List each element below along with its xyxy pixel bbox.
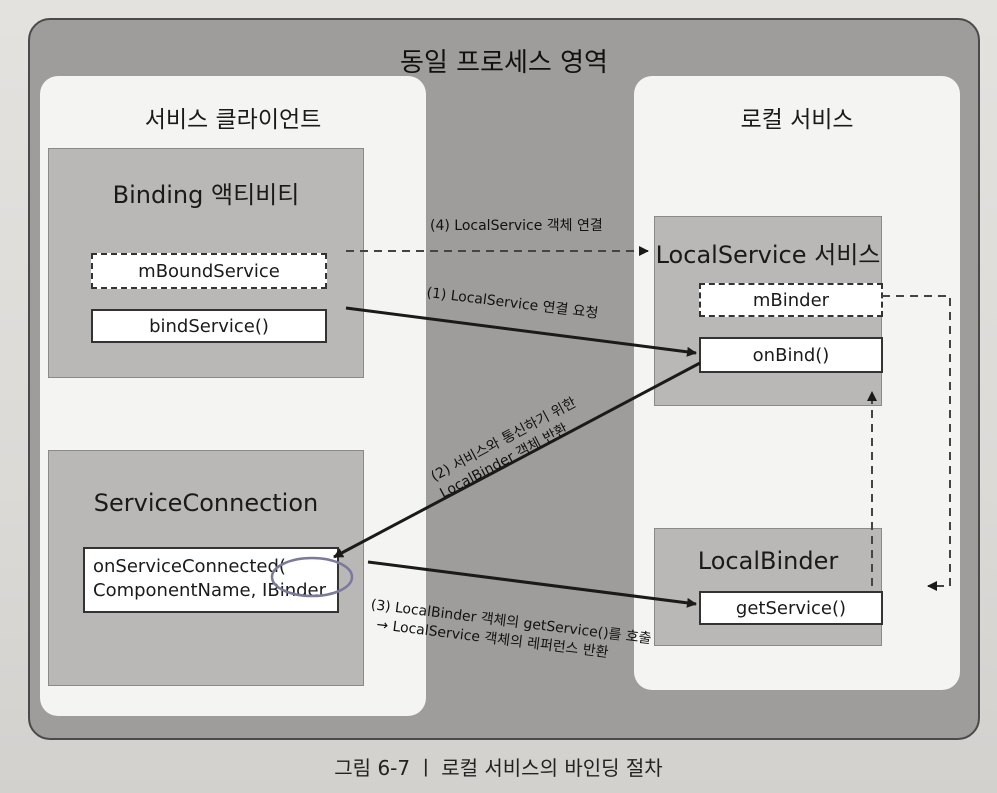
onbind-method: onBind() (699, 337, 883, 373)
onserviceconnected-line2: ComponentName, IBinder (93, 580, 327, 601)
localservice-box: LocalService 서비스 mBinder onBind() (654, 216, 883, 406)
localbinder-title: LocalBinder (697, 547, 839, 575)
mboundservice-field: mBoundService (91, 253, 327, 289)
getservice-method: getService() (699, 591, 883, 625)
local-service-panel: 로컬 서비스 LocalService 서비스 mBinder onBind()… (634, 76, 960, 690)
localservice-title: LocalService 서비스 (655, 241, 881, 269)
localbinder-box: LocalBinder getService() (654, 528, 883, 646)
onserviceconnected-line1: onServiceConnected( (93, 556, 286, 577)
service-connection-box: ServiceConnection onServiceConnected( Co… (48, 450, 364, 686)
step4-label: (4) LocalService 객체 연결 (430, 218, 603, 234)
arrow-step1 (345, 306, 697, 357)
same-process-region: 동일 프로세스 영역 서비스 클라이언트 Binding 액티비티 mBound… (28, 18, 980, 740)
arrow-step3 (367, 560, 697, 608)
arrow-step2 (333, 361, 701, 559)
bindservice-method: bindService() (91, 309, 327, 343)
service-client-panel: 서비스 클라이언트 Binding 액티비티 mBoundService bin… (40, 76, 426, 716)
service-connection-title: ServiceConnection (93, 489, 319, 517)
onserviceconnected-method: onServiceConnected( ComponentName, IBind… (83, 547, 339, 613)
mbinder-field: mBinder (699, 283, 883, 317)
binding-activity-title: Binding 액티비티 (112, 181, 300, 209)
ibinder-highlight (270, 556, 354, 598)
local-service-title: 로컬 서비스 (740, 107, 854, 133)
binding-activity-box: Binding 액티비티 mBoundService bindService() (48, 148, 364, 378)
arrow-mbinder-to-localbinder (882, 295, 951, 591)
process-region-title: 동일 프로세스 영역 (400, 48, 608, 78)
service-client-title: 서비스 클라이언트 (144, 107, 322, 133)
figure-caption: 그림 6-7 ㅣ 로컬 서비스의 바인딩 절차 (334, 756, 663, 780)
